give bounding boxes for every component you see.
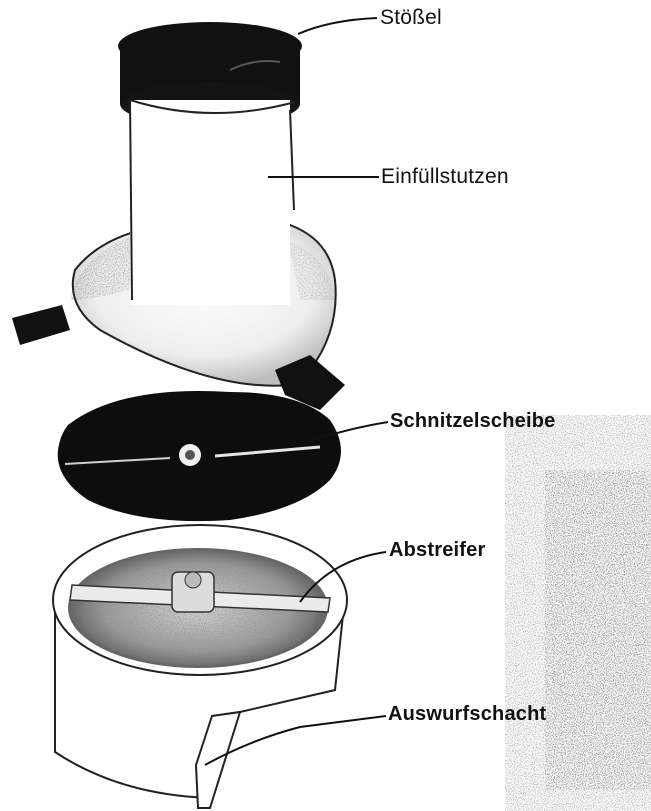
slicing-disc-part: [58, 391, 341, 521]
base-part: [53, 525, 347, 808]
leader-line-stoessel: [298, 18, 377, 34]
feed-tube-part: [12, 100, 345, 410]
label-abstreifer: Abstreifer: [389, 539, 485, 562]
label-schnitzelscheibe: Schnitzelscheibe: [390, 410, 555, 433]
label-auswurfschacht: Auswurfschacht: [388, 703, 546, 726]
label-einfuellstutzen: Einfüllstutzen: [381, 165, 509, 189]
print-speckle-texture: [505, 415, 651, 811]
label-stoessel: Stößel: [380, 6, 442, 30]
